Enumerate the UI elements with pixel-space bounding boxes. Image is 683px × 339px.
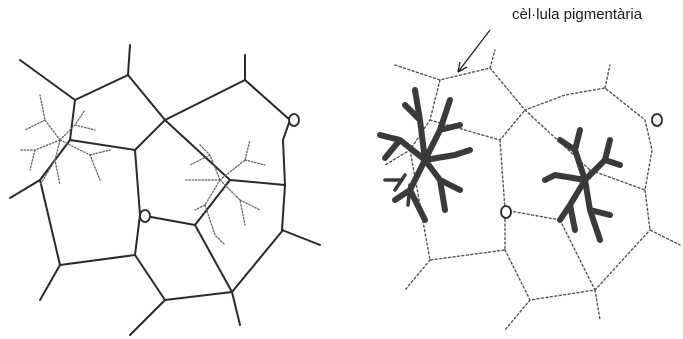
left-cell-network [10, 45, 320, 335]
left-pigment-cell-1 [20, 95, 110, 185]
right-pigment-cell-1 [380, 90, 470, 220]
right-cell-network [385, 50, 680, 330]
left-nucleus-1 [289, 114, 299, 126]
right-nucleus-2 [501, 206, 511, 218]
pointer-arrow [458, 30, 490, 72]
left-nucleus-2 [140, 210, 150, 222]
right-nucleus-1 [652, 114, 662, 126]
right-pigment-cell-2 [545, 130, 620, 240]
